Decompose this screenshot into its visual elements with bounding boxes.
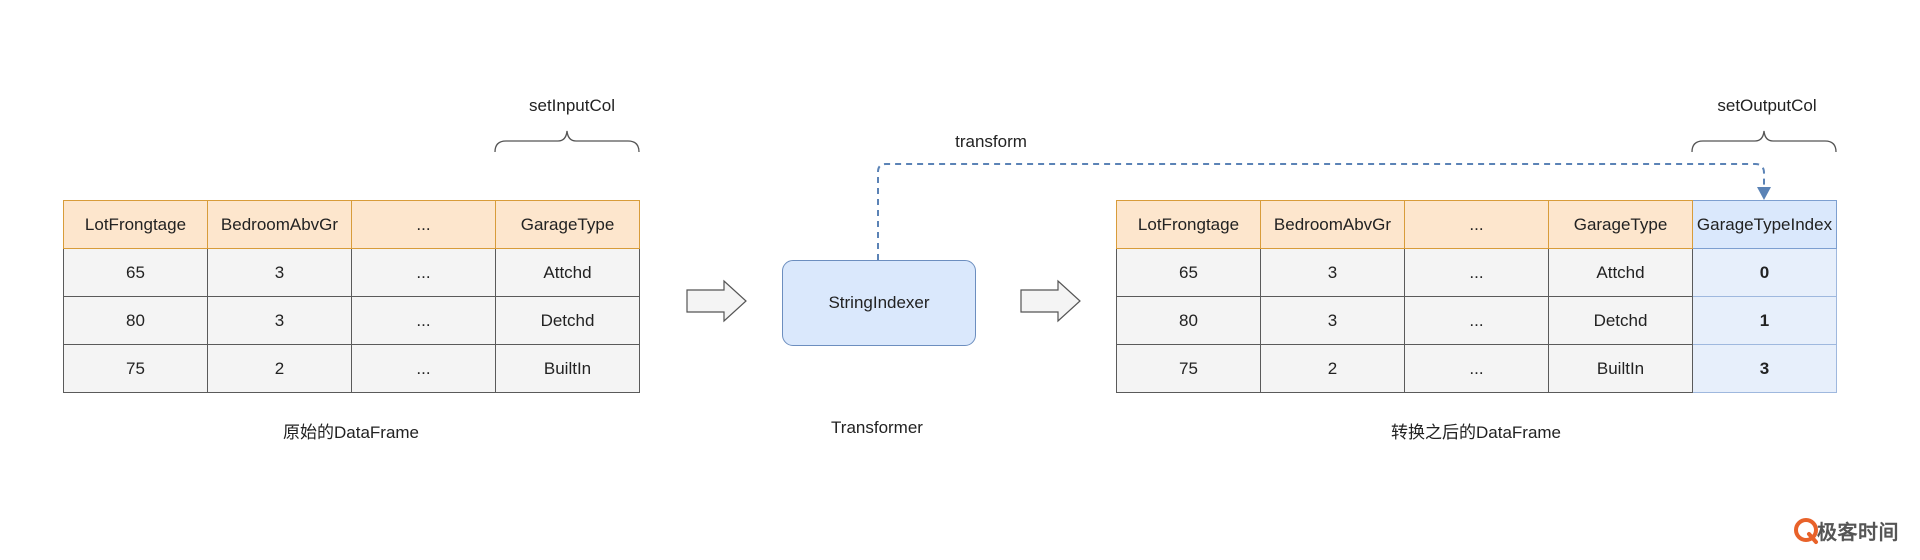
table-cell: 75 (1116, 344, 1261, 393)
column-header: ... (1404, 200, 1549, 249)
table-row: 65 3 ... Attchd (63, 248, 640, 297)
stringindexer-node: StringIndexer (782, 260, 976, 346)
table-cell: 65 (63, 248, 208, 297)
output-column-label: setOutputCol (1717, 96, 1817, 115)
transformed-dataframe-caption: 转换之后的DataFrame (1390, 423, 1562, 442)
transformer-caption: Transformer (831, 418, 923, 437)
table-cell: 3 (1260, 296, 1405, 345)
transform-label: transform (955, 132, 1027, 151)
transform-arrowhead-icon (1757, 187, 1771, 200)
input-column-brace (494, 130, 640, 153)
output-column-brace (1691, 130, 1837, 153)
table-row: 75 2 ... BuiltIn 3 (1116, 344, 1837, 393)
table-cell: 2 (1260, 344, 1405, 393)
table-cell: ... (351, 248, 496, 297)
output-column-header: GarageTypeIndex (1692, 200, 1837, 249)
table-header-row: LotFrongtage BedroomAbvGr ... GarageType (63, 200, 640, 249)
column-header: BedroomAbvGr (1260, 200, 1405, 249)
index-cell: 3 (1692, 344, 1837, 393)
table-cell: Attchd (495, 248, 640, 297)
table-cell: BuiltIn (1548, 344, 1693, 393)
flow-arrow-icon (1020, 279, 1081, 323)
table-cell: ... (351, 296, 496, 345)
index-cell: 0 (1692, 248, 1837, 297)
table-cell: ... (1404, 248, 1549, 297)
node-label: StringIndexer (828, 293, 930, 312)
original-dataframe-caption: 原始的DataFrame (282, 423, 420, 442)
flow-arrow-icon (686, 279, 747, 323)
table-header-row: LotFrongtage BedroomAbvGr ... GarageType… (1116, 200, 1837, 249)
original-dataframe-table: LotFrongtage BedroomAbvGr ... GarageType… (63, 200, 640, 393)
brand-watermark: 极客时间 (1795, 516, 1899, 545)
table-cell: Attchd (1548, 248, 1693, 297)
transformed-dataframe-table: LotFrongtage BedroomAbvGr ... GarageType… (1116, 200, 1837, 393)
column-header: LotFrongtage (1116, 200, 1261, 249)
table-cell: 80 (1116, 296, 1261, 345)
table-cell: 75 (63, 344, 208, 393)
table-cell: 3 (207, 248, 352, 297)
table-cell: 65 (1116, 248, 1261, 297)
table-cell: 2 (207, 344, 352, 393)
input-column-label: setInputCol (529, 96, 615, 115)
table-cell: Detchd (495, 296, 640, 345)
column-header: GarageType (495, 200, 640, 249)
table-cell: BuiltIn (495, 344, 640, 393)
table-row: 65 3 ... Attchd 0 (1116, 248, 1837, 297)
brand-text: 极客时间 (1817, 522, 1899, 544)
column-header: LotFrongtage (63, 200, 208, 249)
transform-dashed-arrow (877, 163, 1765, 260)
table-cell: Detchd (1548, 296, 1693, 345)
geektime-logo-icon (1794, 518, 1818, 544)
table-cell: ... (1404, 344, 1549, 393)
table-cell: ... (351, 344, 496, 393)
index-cell: 1 (1692, 296, 1837, 345)
table-row: 75 2 ... BuiltIn (63, 344, 640, 393)
